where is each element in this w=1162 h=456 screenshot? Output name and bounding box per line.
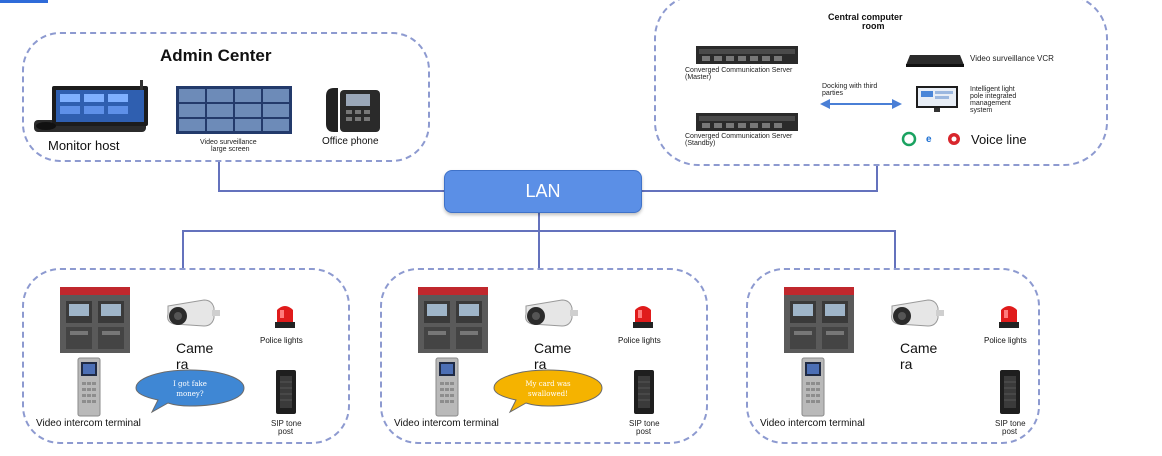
intercom-label: Video intercom terminal [760,418,865,429]
admin-center-title: Admin Center [160,46,272,65]
voice-line-label: Voice line [971,132,1027,147]
server-master-label-2: (Master) [685,74,712,81]
admin-center-panel [22,32,430,162]
central-room-panel [654,0,1108,166]
sip-post-label-2: post [636,427,652,436]
terminal-panel [380,268,708,444]
wire-admin-vertical [218,162,220,192]
intercom-terminal-icon [77,357,101,417]
sip-post-label-2: post [278,427,294,436]
camera-icon [167,299,220,327]
camera-label-1: Came [176,340,214,356]
sip-tone-post-icon [634,370,654,414]
wire-central-vertical [876,166,878,192]
intercom-terminal-icon [435,357,459,417]
camera-label-1: Came [534,340,572,356]
wire-central-horizontal [642,190,878,192]
bidirectional-arrow-icon [820,99,902,109]
intercom-label: Video intercom terminal [36,418,141,429]
bubble-text-2: money? [176,390,203,398]
lan-label: LAN [525,181,561,201]
sip-post-label-1: SIP tone [629,419,660,428]
wire-bus-horizontal [182,230,896,232]
central-room-title-2: room [862,21,885,31]
camera-label-1: Came [900,340,938,356]
police-light-icon [999,306,1019,328]
police-light-icon [275,306,295,328]
speech-bubble: I got fake money? [135,369,245,414]
bubble-text-1: I got fake [173,380,207,388]
speech-bubble-shape [493,369,603,414]
speech-bubble: My card was swallowed! [493,369,603,414]
speech-bubble-shape [135,369,245,414]
server-standby-icon [696,113,798,131]
sip-post-label-1: SIP tone [271,419,302,428]
vcr-label: Video surveillance VCR [970,54,1054,63]
terminal-panel [22,268,350,444]
bubble-text-2: swallowed! [528,390,568,398]
police-lights-label: Police lights [260,336,303,345]
sip-post-label-1: SIP tone [995,419,1026,428]
office-phone-label: Office phone [322,136,379,147]
wire-left-drop [182,230,184,268]
atm-icon [60,287,130,353]
server-standby-label-1: Converged Communication Server [685,133,793,140]
wire-right-drop [894,230,896,268]
camera-icon [891,299,944,327]
lightpole-label-2: pole integrated [970,93,1017,100]
video-wall-icon [176,86,292,134]
sip-tone-post-icon [276,370,296,414]
atm-icon [418,287,488,353]
management-monitor-icon [916,86,958,112]
office-phone-icon [326,88,380,132]
camera-label-2: ra [900,356,913,372]
intercom-label: Video intercom terminal [394,418,499,429]
central-room-title-1: Central computer [828,12,903,22]
police-light-icon [633,306,653,328]
video-screen-label-1: Video surveillance [200,139,257,146]
monitor-host-label: Monitor host [48,138,120,153]
carrier-logos-icon: e [901,131,960,147]
atm-icon [784,287,854,353]
police-lights-label: Police lights [984,336,1027,345]
sip-post-label-2: post [1002,427,1018,436]
intercom-terminal-icon [801,357,825,417]
camera-icon [525,299,578,327]
lightpole-label-4: system [970,107,993,114]
terminal-panel [746,268,1040,444]
camera-label-2: ra [176,356,189,372]
video-screen-label-2: large screen [211,146,250,153]
bubble-text-1: My card was [525,380,571,388]
server-standby-label-2: (Standby) [685,140,716,147]
lightpole-label-3: management [970,100,1011,107]
svg-text:e: e [926,134,932,145]
corner-accent [0,0,48,3]
camera-label-2: ra [534,356,547,372]
docking-label-2: parties [822,90,844,97]
wire-lan-down [538,213,540,269]
vcr-icon [906,55,964,67]
server-master-icon [696,46,798,64]
lan-node: LAN [444,170,642,213]
sip-tone-post-icon [1000,370,1020,414]
monitor-host-icon [34,80,148,132]
docking-label-1: Docking with third [822,83,878,90]
server-master-label-1: Converged Communication Server [685,67,793,74]
lightpole-label-1: Intelligent light [970,86,1015,93]
police-lights-label: Police lights [618,336,661,345]
wire-admin-horizontal [218,190,444,192]
